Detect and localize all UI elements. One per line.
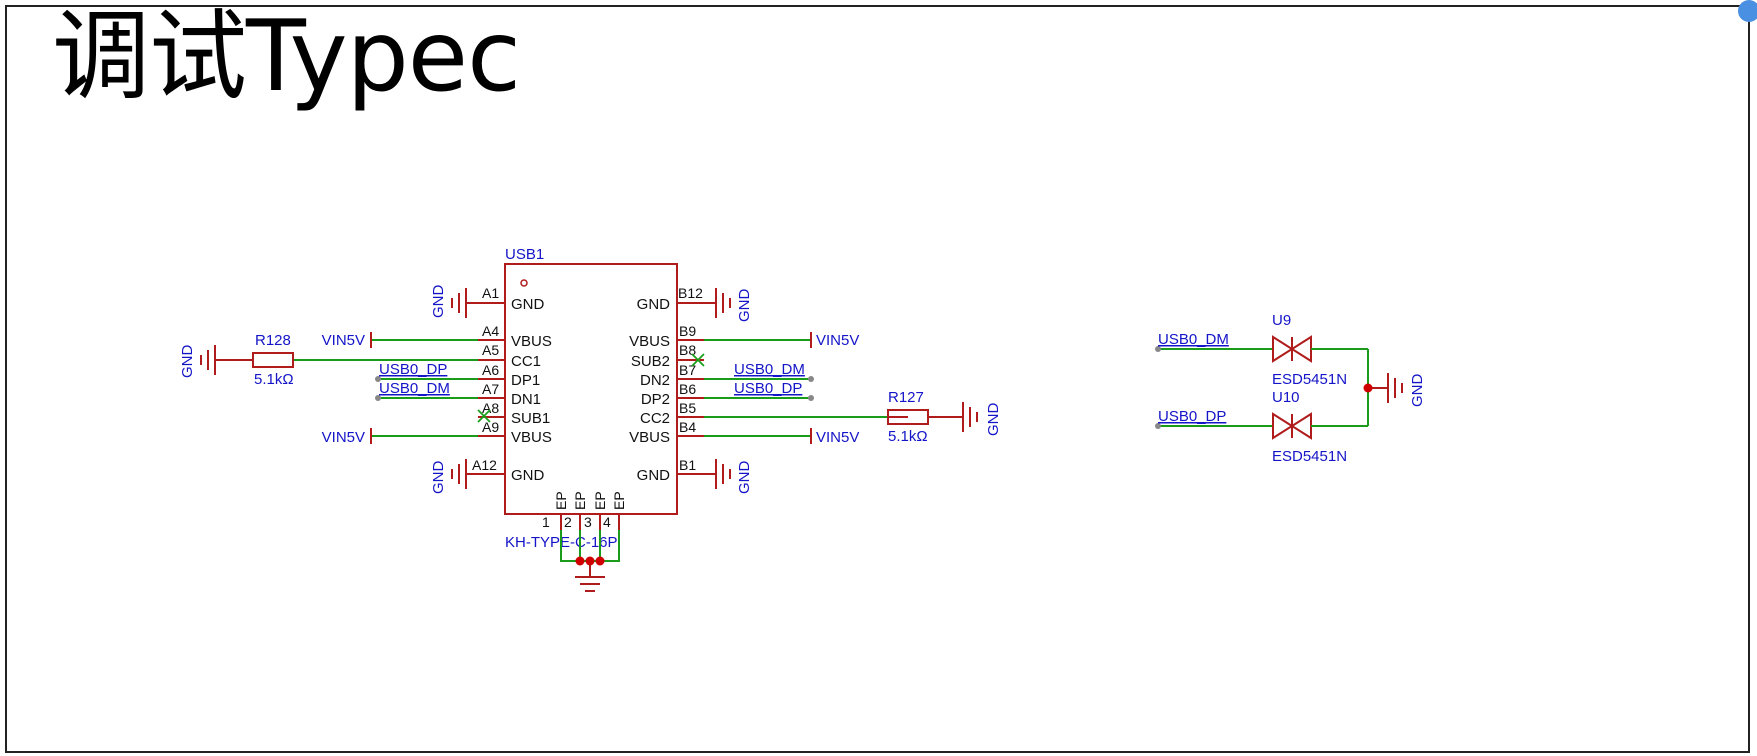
resistor-ref: R128 (255, 332, 291, 349)
pin-name: DP1 (511, 372, 540, 389)
vin-net-label: VIN5V (816, 429, 859, 446)
pin-name: EP (592, 491, 608, 510)
usb-dp-net-label: USB0_DP (379, 361, 447, 378)
pin-num: A4 (482, 323, 499, 339)
esd-ground-wires (1363, 349, 1388, 426)
pin-name: DN2 (640, 372, 670, 389)
pin-name: VBUS (511, 429, 552, 446)
esd-ref: U9 (1272, 312, 1291, 329)
gnd-net-label: GND (1409, 374, 1426, 408)
resistor-ref: R127 (888, 389, 924, 406)
pin-name: SUB1 (511, 410, 550, 427)
vin-net-label: VIN5V (322, 332, 365, 349)
pin-num: A6 (482, 362, 499, 378)
esd-part: ESD5451N (1272, 371, 1347, 388)
pin-name: DN1 (511, 391, 541, 408)
esd-part: ESD5451N (1272, 448, 1347, 465)
sheet-title: 调试Typec (52, 0, 521, 114)
ep-ground-wires (560, 530, 620, 577)
left-vbus-wires (370, 332, 478, 444)
gnd-net-label: GND (736, 461, 753, 495)
esd-net-label: USB0_DM (1158, 331, 1229, 348)
esd-diode-u9[interactable] (1155, 335, 1368, 363)
gnd-symbol-icon (704, 459, 731, 489)
pin-name: VBUS (629, 333, 670, 350)
gnd-net-label: GND (736, 289, 753, 323)
info-icon[interactable] (1738, 0, 1757, 22)
pin-name: SUB2 (631, 353, 670, 370)
gnd-net-label: GND (430, 461, 447, 495)
schematic-sheet (5, 5, 1750, 753)
pin-num: 2 (564, 514, 572, 530)
pin-num: B5 (679, 400, 696, 416)
pin-name: GND (511, 296, 545, 313)
right-data-wires (704, 376, 814, 401)
pin-num: 1 (542, 514, 550, 530)
no-connect-icon (691, 353, 705, 367)
pin-name: VBUS (511, 333, 552, 350)
pin-num: B4 (679, 419, 696, 435)
pin-num: 4 (603, 514, 611, 530)
vin-net-label: VIN5V (816, 332, 859, 349)
resistor-r127[interactable] (704, 409, 963, 425)
usb-right-pins (677, 302, 704, 475)
esd-net-label: USB0_DP (1158, 408, 1226, 425)
pin-num: B6 (679, 381, 696, 397)
gnd-symbol-icon (1387, 373, 1403, 403)
gnd-net-label: GND (985, 403, 1002, 437)
esd-ref: U10 (1272, 389, 1300, 406)
pin-num: 3 (584, 514, 592, 530)
pin-name: EP (611, 491, 627, 510)
gnd-symbol-icon (962, 402, 978, 432)
usb-ref: USB1 (505, 246, 544, 263)
pin-num: A9 (482, 419, 499, 435)
gnd-symbol-icon (704, 288, 731, 318)
vin-net-label: VIN5V (322, 429, 365, 446)
pin-name: DP2 (641, 391, 670, 408)
usb-dp-net-label: USB0_DP (734, 380, 802, 397)
gnd-net-label: GND (430, 285, 447, 319)
pin-num: A12 (472, 457, 497, 473)
resistor-r128[interactable] (215, 352, 478, 368)
pin-name: GND (511, 467, 545, 484)
pin-num: A7 (482, 381, 499, 397)
gnd-symbol-icon (451, 288, 478, 318)
gnd-net-label: GND (179, 345, 196, 379)
pin-num: A8 (482, 400, 499, 416)
pin-name: EP (553, 491, 569, 510)
usb-connector[interactable] (504, 263, 678, 515)
pin-name: GND (637, 467, 671, 484)
pin-num: B1 (679, 457, 696, 473)
pin-num: B12 (678, 285, 703, 301)
usb-dm-net-label: USB0_DM (734, 361, 805, 378)
left-data-wires (375, 376, 478, 401)
pin-name: EP (572, 491, 588, 510)
no-connect-icon (477, 409, 491, 423)
gnd-symbol-icon (451, 459, 478, 489)
pin-num: B9 (679, 323, 696, 339)
pin-name: VBUS (629, 429, 670, 446)
pin-name: GND (637, 296, 671, 313)
usb-left-pins (478, 302, 505, 475)
resistor-value: 5.1kΩ (254, 371, 294, 388)
usb-dm-net-label: USB0_DM (379, 380, 450, 397)
pin-name: CC2 (640, 410, 670, 427)
gnd-symbol-icon (575, 565, 605, 592)
esd-diode-u10[interactable] (1155, 412, 1368, 440)
gnd-symbol-icon (200, 345, 216, 375)
pin-name: CC1 (511, 353, 541, 370)
resistor-value: 5.1kΩ (888, 428, 928, 445)
pin-num: A1 (482, 285, 499, 301)
right-vbus-wires (704, 332, 812, 444)
pin-num: A5 (482, 342, 499, 358)
usb-bottom-pins (560, 514, 620, 530)
